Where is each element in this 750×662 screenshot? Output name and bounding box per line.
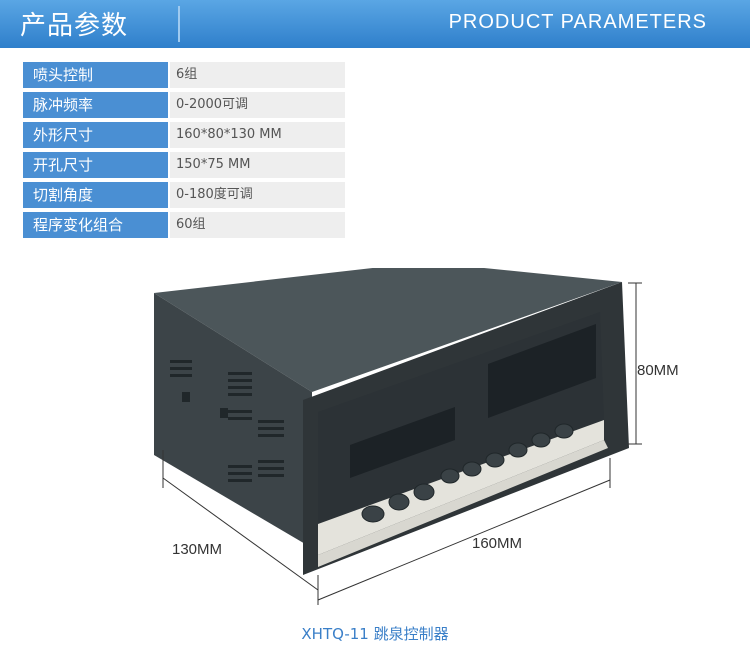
param-row: 程序变化组合 60组 — [23, 212, 345, 242]
param-label: 外形尺寸 — [23, 122, 168, 148]
product-caption: XHTQ-11 跳泉控制器 — [301, 625, 449, 643]
param-row: 切割角度 0-180度可调 — [23, 182, 345, 212]
dimension-lines — [162, 282, 642, 605]
banner-title-cn: 产品参数 — [20, 11, 129, 41]
dimension-width-label: 160MM — [472, 535, 523, 552]
banner-title-en: PRODUCT PARAMETERS — [448, 11, 707, 33]
device-illustration — [154, 268, 642, 605]
front-keypad-strip-bottom — [318, 440, 608, 567]
device-side-face — [154, 293, 312, 548]
param-value: 0-180度可调 — [170, 182, 345, 208]
param-label: 喷头控制 — [23, 62, 168, 88]
param-row: 喷头控制 6组 — [23, 62, 345, 92]
param-value: 160*80*130 MM — [170, 122, 345, 148]
param-label: 脉冲频率 — [23, 92, 168, 118]
dimension-height-label: 80MM — [637, 362, 679, 379]
header-banner: 产品参数 PRODUCT PARAMETERS — [0, 0, 750, 48]
down-arrow-button[interactable] — [413, 483, 435, 501]
device-top-face — [154, 268, 622, 392]
keypad-buttons — [361, 423, 574, 523]
banner-divider — [178, 6, 180, 42]
param-value: 150*75 MM — [170, 152, 345, 178]
parameter-table: 喷头控制 6组 脉冲频率 0-2000可调 外形尺寸 160*80*130 MM… — [23, 62, 345, 242]
dimension-depth-label: 130MM — [172, 541, 223, 558]
param-value: 60组 — [170, 212, 345, 238]
param-row: 开孔尺寸 150*75 MM — [23, 152, 345, 182]
param-row: 外形尺寸 160*80*130 MM — [23, 122, 345, 152]
param-value: 0-2000可调 — [170, 92, 345, 118]
vent-slots — [170, 360, 284, 482]
param-label: 程序变化组合 — [23, 212, 168, 238]
param-label: 切割角度 — [23, 182, 168, 208]
param-label: 开孔尺寸 — [23, 152, 168, 178]
param-value: 6组 — [170, 62, 345, 88]
param-row: 脉冲频率 0-2000可调 — [23, 92, 345, 122]
up-arrow-button[interactable] — [388, 493, 410, 511]
front-keypad-strip — [318, 420, 604, 555]
prg-button[interactable] — [361, 505, 385, 523]
